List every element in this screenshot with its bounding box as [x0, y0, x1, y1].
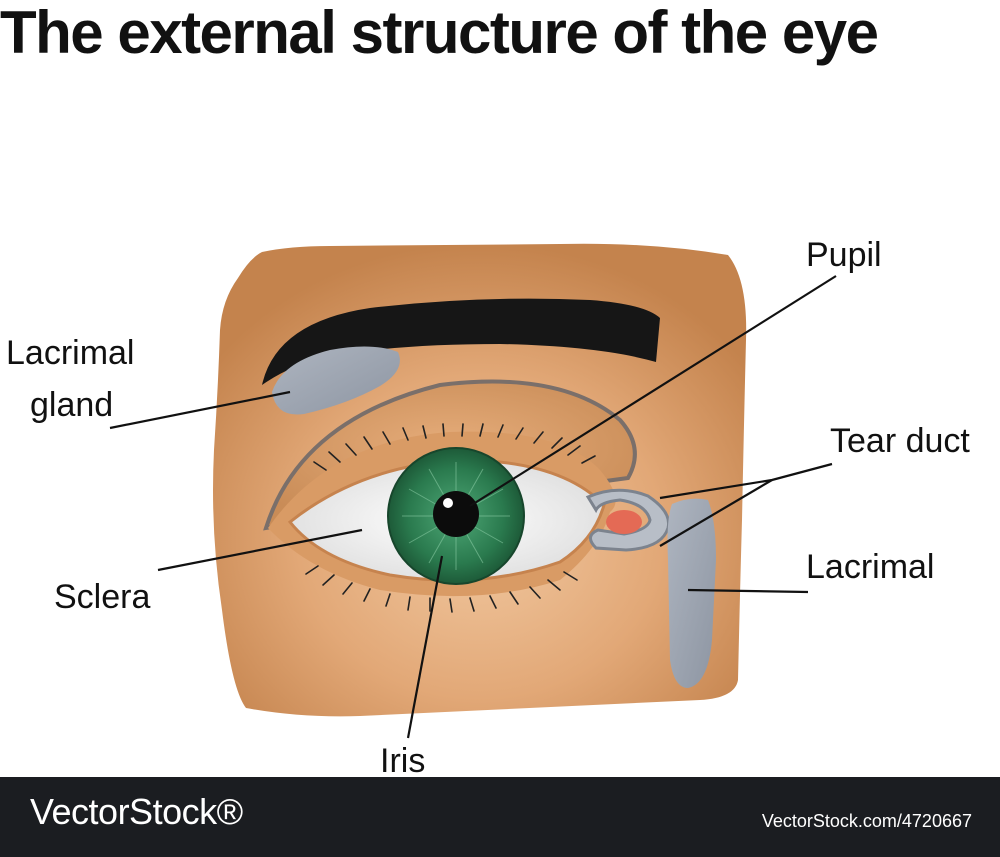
label-lacrimal-gland-line1: Lacrimal — [6, 334, 134, 372]
footer-bar: VectorStock® VectorStock.com/4720667 — [0, 777, 1000, 857]
lacrimal-gland — [272, 346, 400, 415]
lower-eyelashes — [305, 565, 578, 613]
label-sclera: Sclera — [54, 578, 150, 616]
label-lacrimal-gland-line2: gland — [30, 386, 113, 424]
lacrimal-sac — [667, 498, 716, 688]
leader-lines — [109, 275, 837, 739]
vectorstock-logo: VectorStock® — [30, 791, 243, 832]
image-id: VectorStock.com/4720667 — [761, 811, 972, 831]
label-tear-duct: Tear duct — [830, 422, 970, 460]
label-iris: Iris — [380, 742, 425, 777]
iris-fibers — [402, 462, 510, 570]
page-title: The external structure of the eye — [0, 0, 879, 66]
eye-diagram: Pupil Lacrimal gland Tear duct Lacrimal … — [6, 236, 970, 777]
label-pupil: Pupil — [806, 236, 882, 274]
upper-eyelashes — [313, 423, 596, 471]
caruncle — [606, 510, 642, 534]
label-lacrimal: Lacrimal — [806, 548, 934, 586]
lacrimal-canaliculi — [585, 488, 671, 552]
pupil — [433, 491, 479, 537]
eyebrow — [262, 298, 660, 385]
pupil-highlight — [443, 498, 453, 508]
